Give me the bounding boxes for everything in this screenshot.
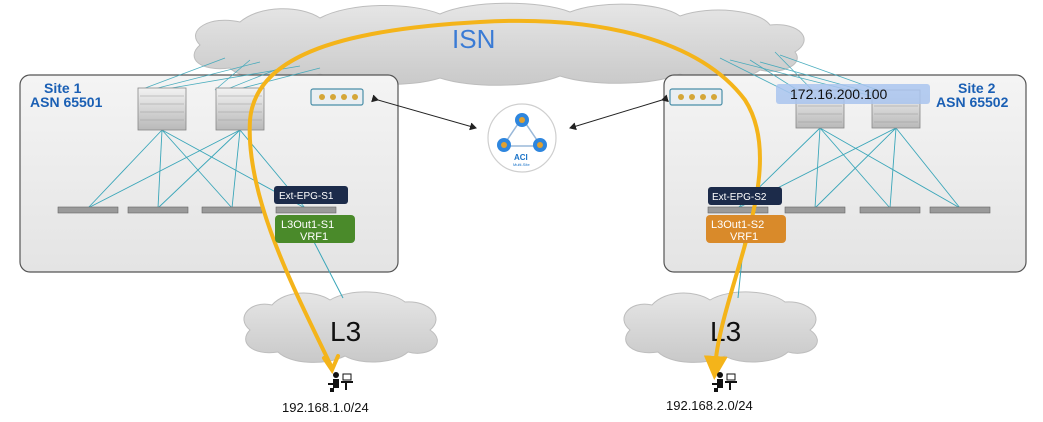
- user-workstation-icon: [328, 372, 353, 392]
- aci-sublabel: Multi-Site: [513, 162, 530, 167]
- svg-text:L3Out1-S2: L3Out1-S2: [711, 219, 764, 231]
- site2-ip-label: 172.16.200.100: [790, 86, 888, 102]
- isn-label: ISN: [452, 24, 495, 54]
- site2-l3out-badge: L3Out1-S2 VRF1: [706, 215, 786, 243]
- site2-gateway-icon: [669, 88, 723, 106]
- aci-label: ACI: [514, 153, 528, 162]
- site1-asn: ASN 65501: [30, 94, 103, 110]
- svg-text:VRF1: VRF1: [730, 231, 758, 243]
- site1-spine-switch: [137, 87, 187, 131]
- traffic-path: [247, 18, 762, 380]
- site2-name: Site 2: [958, 80, 996, 96]
- site1-orchestrator-arrow: [371, 94, 477, 131]
- site1-name: Site 1: [44, 80, 82, 96]
- isn-cloud: ISN: [193, 2, 805, 86]
- aci-multisite-icon: ACI Multi-Site: [487, 103, 557, 173]
- svg-text:Ext-EPG-S1: Ext-EPG-S1: [279, 191, 334, 202]
- subnet-right-label: 192.168.2.0/24: [666, 398, 753, 413]
- svg-text:L3Out1-S1: L3Out1-S1: [281, 219, 334, 231]
- site1-l3out-badge: L3Out1-S1 VRF1: [275, 215, 355, 243]
- l3-cloud-left: L3: [243, 291, 438, 363]
- user-workstation-icon: [712, 372, 737, 392]
- subnet-left-label: 192.168.1.0/24: [282, 400, 369, 415]
- l3-left-label: L3: [330, 316, 361, 347]
- site2-orchestrator-arrow: [569, 94, 669, 131]
- site2-leaf-switches: [707, 206, 991, 214]
- l3-right-label: L3: [710, 316, 741, 347]
- site2-ext-epg-badge: Ext-EPG-S2: [708, 187, 782, 205]
- svg-text:VRF1: VRF1: [300, 231, 328, 243]
- site1-leaf-switches: [57, 206, 337, 214]
- svg-text:Ext-EPG-S2: Ext-EPG-S2: [712, 192, 767, 203]
- isn-uplinks: [139, 51, 901, 99]
- site1-l3-link: [312, 239, 344, 299]
- site2-asn: ASN 65502: [936, 94, 1009, 110]
- site1-ext-epg-badge: Ext-EPG-S1: [274, 186, 348, 204]
- traffic-path-left-arrow: [322, 354, 340, 375]
- site1-gateway-icon: [310, 88, 364, 106]
- site2-ip-highlight: 172.16.200.100: [776, 84, 930, 104]
